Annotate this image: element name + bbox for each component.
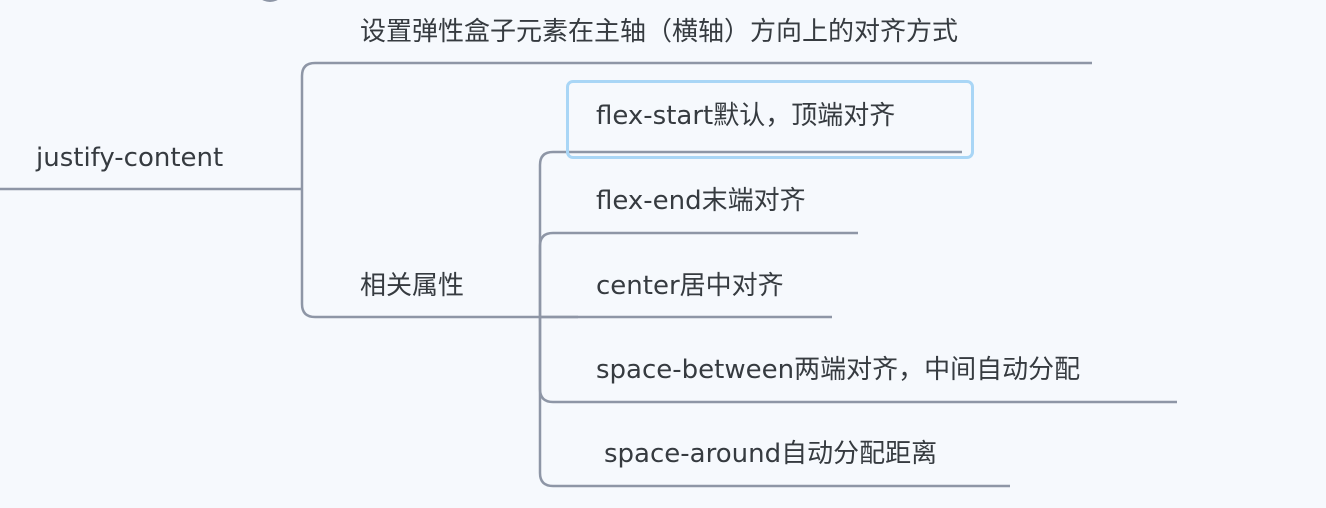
branch-line-desc <box>300 61 1092 189</box>
node-space-around[interactable]: space-around自动分配距离 <box>604 439 938 469</box>
child-line-2 <box>538 231 858 317</box>
node-center[interactable]: center居中对齐 <box>596 271 784 301</box>
node-space-between[interactable]: space-between两端对齐，中间自动分配 <box>596 355 1081 385</box>
node-description[interactable]: 设置弹性盒子元素在主轴（横轴）方向上的对齐方式 <box>360 17 959 47</box>
collapse-node-icon <box>262 0 278 2</box>
node-flex-start[interactable]: flex-start默认，顶端对齐 <box>596 101 896 131</box>
selection-highlight <box>566 80 974 159</box>
branch-line-props <box>300 189 578 319</box>
child-line-5 <box>538 317 1010 488</box>
node-related-properties[interactable]: 相关属性 <box>360 271 465 301</box>
node-flex-end[interactable]: flex-end末端对齐 <box>596 186 806 216</box>
root-node[interactable]: justify-content <box>36 143 224 173</box>
child-line-1 <box>538 150 962 317</box>
